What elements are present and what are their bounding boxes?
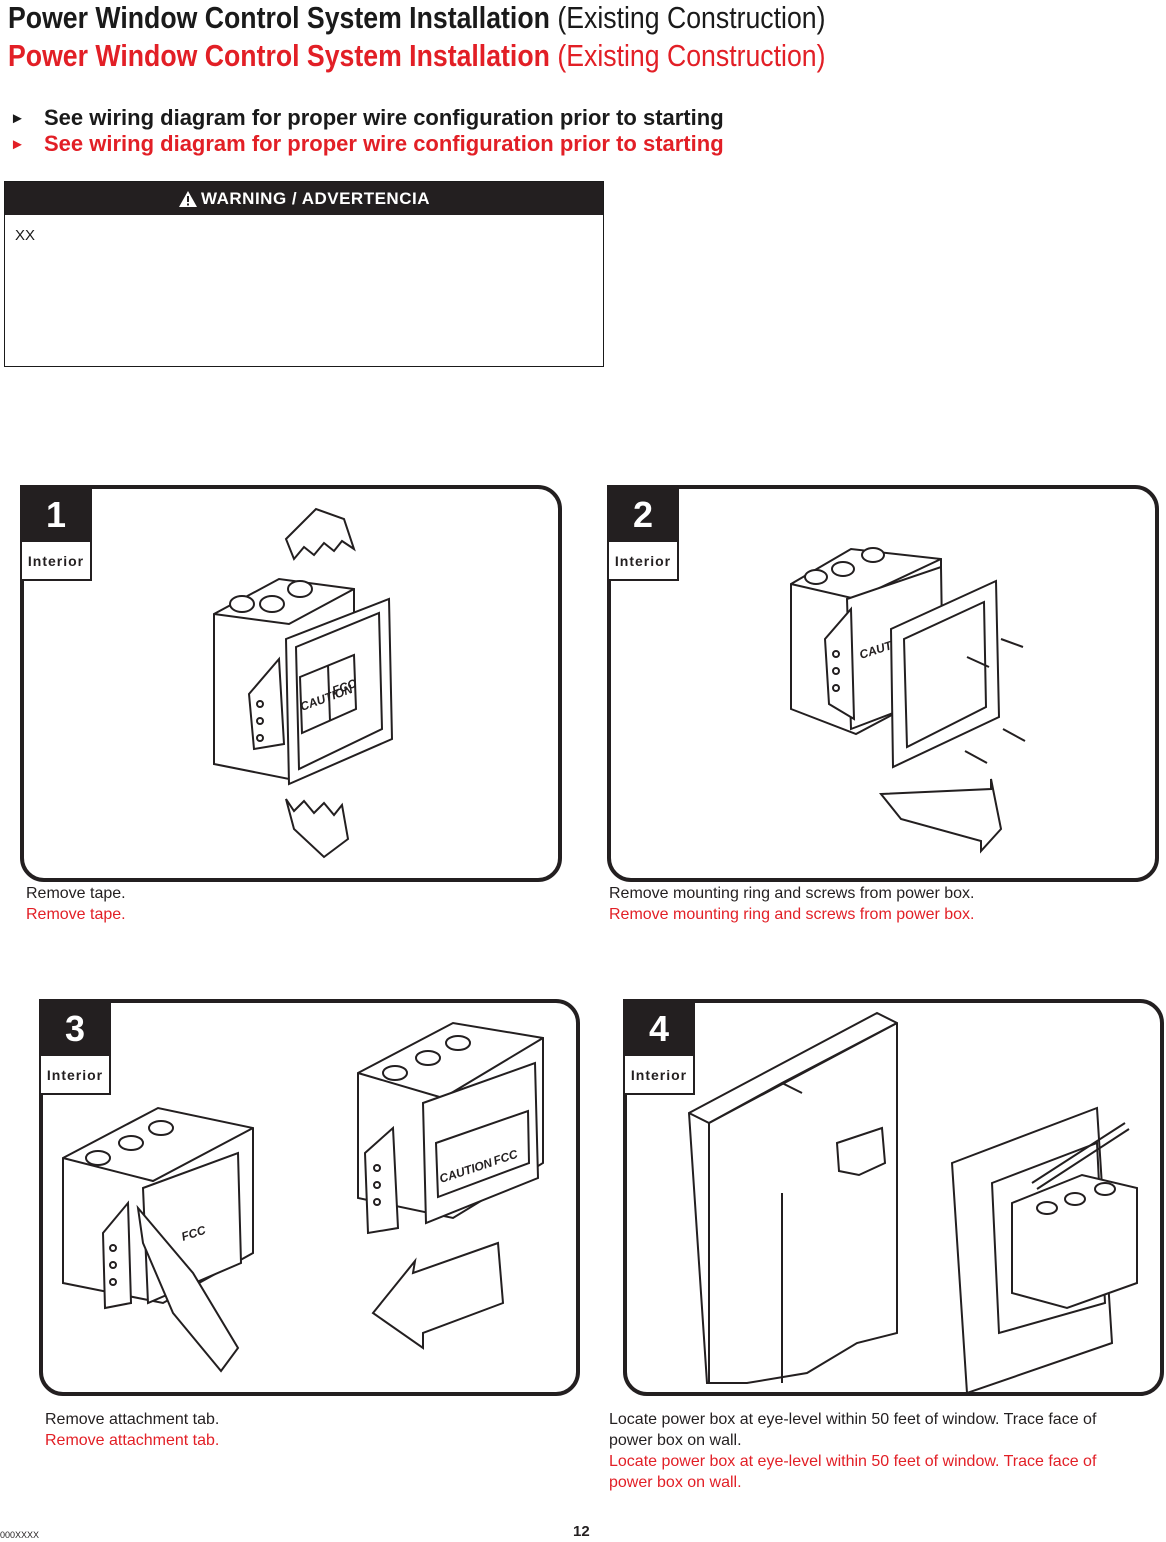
warning-triangle-icon [179,190,197,207]
caption-es: Remove tape. [26,906,126,923]
step-1-caption: Remove tape. Remove tape. [26,883,546,925]
step-location-label: Interior [46,1066,104,1083]
bullet-en: ► See wiring diagram for proper wire conf… [10,105,724,132]
step-4-caption: Locate power box at eye-level within 50 … [609,1409,1139,1493]
step-2-illustration: CAUTION [790,547,1026,854]
caption-en: Remove mounting ring and screws from pow… [609,885,975,902]
step-2-panel: CAUTION 2 Interior [607,485,1159,882]
step-3-panel: FCC CAUTION FCC 3 Interior [39,999,580,1396]
page-title-es: Power Window Control System Installation… [8,38,826,74]
warning-box: WARNING / ADVERTENCIA XX [4,181,604,367]
warning-body: XX [15,227,36,244]
title-en-qualifier: (Existing Construction) [557,0,826,35]
step-2-badge: 2 Interior [607,485,679,581]
step-3-badge: 3 Interior [39,999,111,1095]
document-code: 000XXXX [0,1530,40,1540]
page-title-en: Power Window Control System Installation… [8,0,826,36]
step-number: 3 [41,1001,109,1056]
step-4-illustration [687,1011,1138,1392]
bullet-en-text: See wiring diagram for proper wire confi… [44,105,724,130]
title-en-main: Power Window Control System Installation [8,0,550,35]
step-4-panel: 4 Interior [623,999,1164,1396]
caption-es: Locate power box at eye-level within 50 … [609,1453,1097,1491]
step-3-illustration: FCC CAUTION FCC [62,1021,544,1373]
warning-header: WARNING / ADVERTENCIA [5,182,603,215]
warning-title: WARNING / ADVERTENCIA [201,188,430,208]
step-location-label: Interior [630,1066,688,1083]
caption-es: Remove mounting ring and screws from pow… [609,906,975,923]
arrow-right-icon: ► [10,136,25,153]
step-2-caption: Remove mounting ring and screws from pow… [609,883,1149,925]
step-1-panel: CAUTION FCC 1 Interior [20,485,562,882]
step-location-label: Interior [27,552,85,569]
step-number: 2 [609,487,677,542]
step-number: 4 [625,1001,693,1056]
caption-es: Remove attachment tab. [45,1432,220,1449]
bullet-es-text: See wiring diagram for proper wire confi… [44,131,724,156]
caption-en: Remove attachment tab. [45,1411,220,1428]
step-4-badge: 4 Interior [623,999,695,1095]
title-es-main: Power Window Control System Installation [8,38,550,73]
step-3-caption: Remove attachment tab. Remove attachment… [45,1409,565,1451]
bullet-es: ► See wiring diagram for proper wire conf… [10,131,724,158]
step-1-illustration: CAUTION FCC [213,507,394,859]
step-location-label: Interior [614,552,672,569]
caption-en: Locate power box at eye-level within 50 … [609,1411,1097,1449]
step-1-badge: 1 Interior [20,485,92,581]
arrow-right-icon: ► [10,110,25,127]
step-number: 1 [22,487,90,542]
caption-en: Remove tape. [26,885,126,902]
page-number: 12 [573,1523,590,1540]
title-es-qualifier: (Existing Construction) [557,38,826,73]
